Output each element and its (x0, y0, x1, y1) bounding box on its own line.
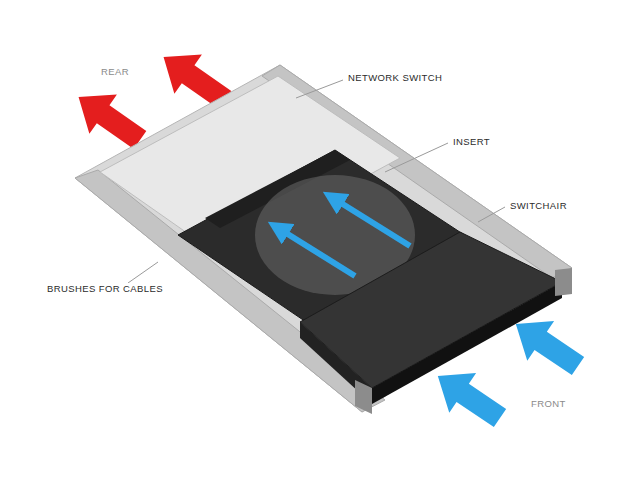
part-label: BRUSHES FOR CABLES (46, 283, 164, 295)
intake-arrow (502, 304, 591, 386)
part-label: NETWORK SWITCH (347, 72, 443, 84)
leader-line (296, 80, 343, 98)
part-label: FRONT (530, 398, 567, 410)
part-label: INSERT (452, 136, 491, 148)
intake-arrow (424, 356, 513, 438)
rack-ear (555, 268, 572, 296)
leader-line (128, 262, 158, 283)
rack-ear (355, 380, 372, 414)
airflow-arrow (278, 228, 355, 276)
part-label: REAR (100, 66, 130, 78)
rack-frame (75, 65, 572, 412)
airflow-arrow (333, 198, 410, 246)
part-label: SWITCHAIR (509, 200, 568, 212)
leader-line (478, 207, 505, 222)
leader-line (385, 143, 448, 172)
